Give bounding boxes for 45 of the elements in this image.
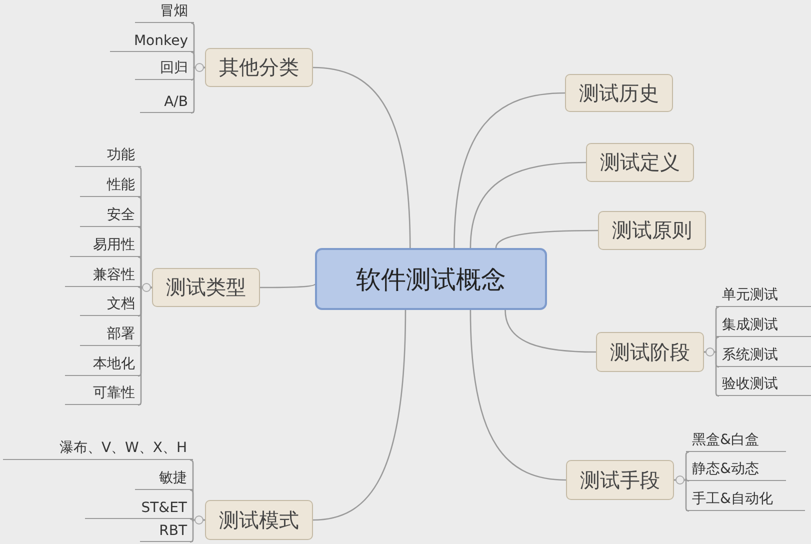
subtopic-label: A/B — [140, 89, 194, 113]
connector-line — [190, 66, 205, 114]
connector-line — [504, 310, 596, 353]
connector-line — [312, 66, 411, 248]
subtopic-label: 黑盒&白盒 — [686, 425, 786, 452]
central-topic-box: 软件测试概念 — [315, 248, 547, 310]
topic-box: 测试阶段 — [596, 332, 704, 372]
subtopic-label: 验收测试 — [716, 371, 811, 396]
subtopic-label: 集成测试 — [716, 312, 811, 337]
connector-line — [470, 310, 566, 481]
subtopic-label: 静态&动态 — [686, 454, 786, 481]
subtopic-label: 敏捷 — [135, 462, 193, 490]
subtopic-label: 文档 — [80, 291, 141, 316]
connector-line — [674, 479, 690, 512]
subtopic-label: 本地化 — [65, 351, 141, 376]
subtopic-label: 安全 — [80, 202, 141, 227]
subtopic-label: 性能 — [80, 172, 141, 197]
connector-line — [190, 519, 205, 543]
subtopic-label: 易用性 — [70, 232, 141, 257]
subtopic-label: 手工&自动化 — [686, 484, 805, 511]
subtopic-label: 瀑布、V、W、X、H — [3, 432, 193, 460]
subtopic-label: 可靠性 — [65, 380, 141, 405]
connector-line — [312, 310, 406, 521]
topic-box: 测试定义 — [586, 143, 694, 182]
subtopic-label: ST&ET — [85, 491, 193, 519]
topic-box: 测试类型 — [152, 268, 260, 307]
connector-line — [704, 351, 720, 397]
subtopic-label: 单元测试 — [716, 282, 811, 307]
connector-line — [470, 162, 586, 248]
topic-box: 测试原则 — [598, 211, 706, 250]
topic-box: 测试历史 — [565, 74, 673, 112]
subtopic-label: Monkey — [110, 29, 194, 52]
subtopic-label: 兼容性 — [65, 262, 141, 287]
subtopic-label: 回归 — [135, 57, 194, 80]
connector-line — [495, 230, 598, 248]
topic-box: 测试手段 — [566, 460, 674, 500]
topic-box: 其他分类 — [205, 48, 313, 87]
subtopic-label: 冒烟 — [135, 0, 194, 23]
connector-line — [260, 283, 316, 288]
subtopic-label: 部署 — [80, 321, 141, 346]
subtopic-label: RBT — [140, 518, 193, 542]
subtopic-label: 功能 — [75, 142, 141, 167]
topic-box: 测试模式 — [205, 500, 313, 540]
connector-line — [454, 92, 566, 248]
subtopic-label: 系统测试 — [716, 342, 811, 367]
